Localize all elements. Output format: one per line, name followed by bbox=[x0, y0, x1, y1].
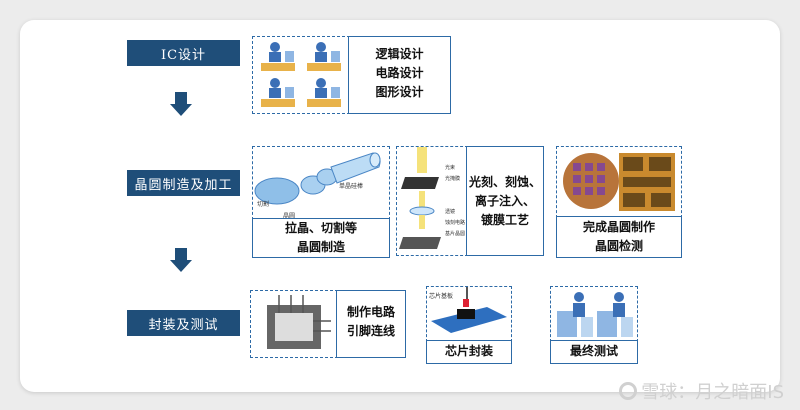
lithography-icon bbox=[399, 147, 441, 249]
design-line-2: 电路设计 bbox=[375, 66, 424, 80]
wafer-caption-2: 晶圆制造 bbox=[296, 240, 345, 254]
litho-caption-box: 光刻、刻蚀、 离子注入、 镀膜工艺 bbox=[466, 146, 544, 256]
test-caption-box: 最终测试 bbox=[550, 340, 638, 364]
wire-bond-icon bbox=[267, 295, 331, 349]
litho-caption-3: 镀膜工艺 bbox=[480, 213, 529, 227]
stage-package-test: 封装及测试 bbox=[127, 310, 240, 336]
design-line-3: 图形设计 bbox=[375, 85, 424, 99]
chip-caption: 芯片封装 bbox=[444, 344, 493, 358]
wafer-label: 晶圆 bbox=[283, 213, 296, 220]
finished-wafer-image-box bbox=[556, 146, 682, 218]
finish-caption-1: 完成晶圆制作 bbox=[582, 220, 655, 234]
watermark-text: 雪球：月之暗面IS bbox=[641, 382, 784, 403]
wafer-caption-1: 拉晶、切割等 bbox=[284, 221, 357, 235]
litho-label-mask: 光掩膜 bbox=[445, 176, 461, 182]
cut-label: 切割 bbox=[257, 201, 270, 208]
wire-bond-caption-box: 制作电路 引脚连线 bbox=[336, 290, 406, 358]
chip-substrate-label: 芯片基板 bbox=[429, 293, 454, 300]
design-line-1: 逻辑设计 bbox=[375, 47, 424, 61]
wire-bond-image-box bbox=[250, 290, 338, 358]
ingot-label: 单晶硅棒 bbox=[339, 183, 364, 190]
test-caption: 最终测试 bbox=[569, 344, 618, 358]
finish-caption-2: 晶圆检测 bbox=[594, 239, 643, 253]
design-text-box: 逻辑设计 电路设计 图形设计 bbox=[348, 36, 451, 114]
litho-label-circuit: 蚀刻电路 bbox=[445, 220, 466, 226]
litho-caption-1: 光刻、刻蚀、 bbox=[468, 175, 541, 189]
wafer-image-box: 单晶硅棒 晶圆 切割 bbox=[252, 146, 390, 220]
chip-image-box: 芯片基板 bbox=[426, 286, 512, 342]
wafer-die-icon bbox=[563, 153, 675, 211]
litho-caption-2: 离子注入、 bbox=[474, 194, 535, 208]
wire-caption-2: 引脚连线 bbox=[346, 324, 395, 338]
snowball-logo-icon bbox=[619, 382, 638, 400]
litho-image-box: 光束 光掩膜 透镜 蚀刻电路 基片晶圆 bbox=[396, 146, 468, 256]
wire-caption-1: 制作电路 bbox=[346, 305, 395, 319]
watermark: 雪球：月之暗面IS bbox=[619, 378, 784, 404]
litho-label-lens: 透镜 bbox=[445, 209, 456, 215]
wafer-caption-box: 拉晶、切割等 晶圆制造 bbox=[252, 218, 390, 258]
down-arrow-2 bbox=[170, 248, 192, 272]
test-image-box bbox=[550, 286, 638, 342]
litho-label-beam: 光束 bbox=[445, 165, 456, 171]
stage-wafer-fab: 晶圆制造及加工 bbox=[127, 170, 240, 196]
finished-wafer-caption-box: 完成晶圆制作 晶圆检测 bbox=[556, 216, 682, 258]
designers-icon bbox=[261, 42, 341, 107]
silicon-ingot-icon bbox=[254, 152, 381, 205]
stage-ic-design: IC设计 bbox=[127, 40, 240, 66]
design-image-box bbox=[252, 36, 350, 114]
litho-label-substrate: 基片晶圆 bbox=[445, 231, 466, 237]
down-arrow-1 bbox=[170, 92, 192, 116]
chip-package-icon bbox=[431, 287, 507, 333]
testing-icon bbox=[557, 292, 633, 337]
chip-caption-box: 芯片封装 bbox=[426, 340, 512, 364]
